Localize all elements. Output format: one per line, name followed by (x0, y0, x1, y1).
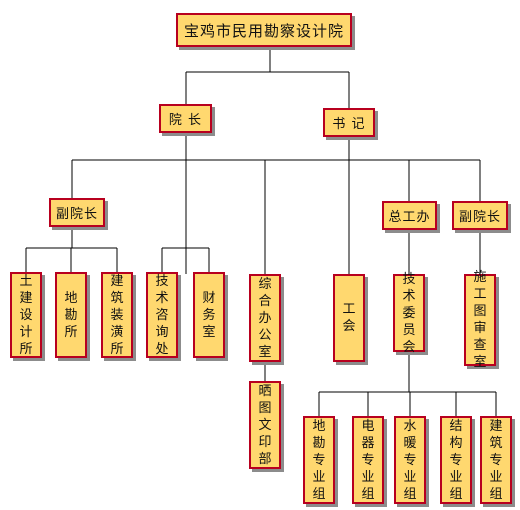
general-admin-office-label: 综合办公室 (258, 276, 272, 360)
civil-survey-institute-label: 土建设计所 (19, 273, 33, 357)
architecture-group-label: 建筑专业组 (489, 418, 503, 502)
construction-review-office-label: 施工图审查室 (473, 270, 487, 370)
general-admin-office-node: 综合办公室 (249, 274, 281, 362)
connector (185, 47, 350, 108)
vice-president-right-label: 副院长 (458, 210, 501, 225)
secretary-label: 书 记 (332, 117, 366, 132)
president-node: 院 长 (159, 104, 212, 133)
architecture-group-node: 建筑专业组 (480, 416, 512, 504)
geo-survey-group-label: 地勘专业组 (312, 418, 326, 502)
architecture-decoration-institute-node: 建筑装潢所 (101, 272, 133, 358)
general-office-node: 总工办 (382, 201, 437, 230)
civil-survey-institute-node: 土建设计所 (10, 272, 42, 358)
hvac-plumbing-group-label: 水暖专业组 (403, 418, 417, 502)
print-department-label: 晒图文印部 (258, 383, 272, 467)
electrical-group-node: 电器专业组 (352, 416, 384, 504)
construction-review-office-node: 施工图审查室 (464, 270, 496, 370)
root-label: 宝鸡市民用勘察设计院 (183, 21, 344, 40)
vice-president-right-node: 副院长 (452, 201, 508, 230)
technical-committee-label: 技术委员会 (402, 271, 416, 355)
connector (408, 230, 481, 274)
vice-president-left-node: 副院长 (49, 198, 105, 227)
root-node: 宝鸡市民用勘察设计院 (176, 13, 352, 47)
secretary-node: 书 记 (323, 108, 375, 137)
connector (72, 133, 480, 161)
finance-office-label: 财务室 (202, 290, 216, 340)
structural-group-node: 结构专业组 (440, 416, 472, 504)
labor-union-node: 工 会 (333, 274, 365, 362)
survey-institute-label: 地勘所 (64, 290, 78, 340)
geo-survey-group-node: 地勘专业组 (303, 416, 335, 504)
connector (25, 227, 118, 272)
president-label: 院 长 (168, 113, 203, 128)
connector (318, 352, 497, 416)
print-department-node: 晒图文印部 (249, 381, 281, 469)
hvac-plumbing-group-node: 水暖专业组 (394, 416, 426, 504)
labor-union-label: 工 会 (342, 302, 356, 334)
structural-group-label: 结构专业组 (449, 418, 463, 502)
general-office-label: 总工办 (388, 210, 431, 225)
tech-consulting-office-node: 技术咨询处 (146, 272, 178, 358)
electrical-group-label: 电器专业组 (361, 418, 375, 502)
vice-president-left-label: 副院长 (55, 207, 98, 222)
technical-committee-node: 技术委员会 (393, 272, 425, 355)
finance-office-node: 财务室 (193, 272, 225, 358)
tech-consulting-office-label: 技术咨询处 (155, 273, 169, 357)
connector (161, 247, 210, 272)
architecture-decoration-institute-label: 建筑装潢所 (110, 273, 124, 357)
connector (71, 160, 481, 274)
survey-institute-node: 地勘所 (55, 272, 87, 358)
